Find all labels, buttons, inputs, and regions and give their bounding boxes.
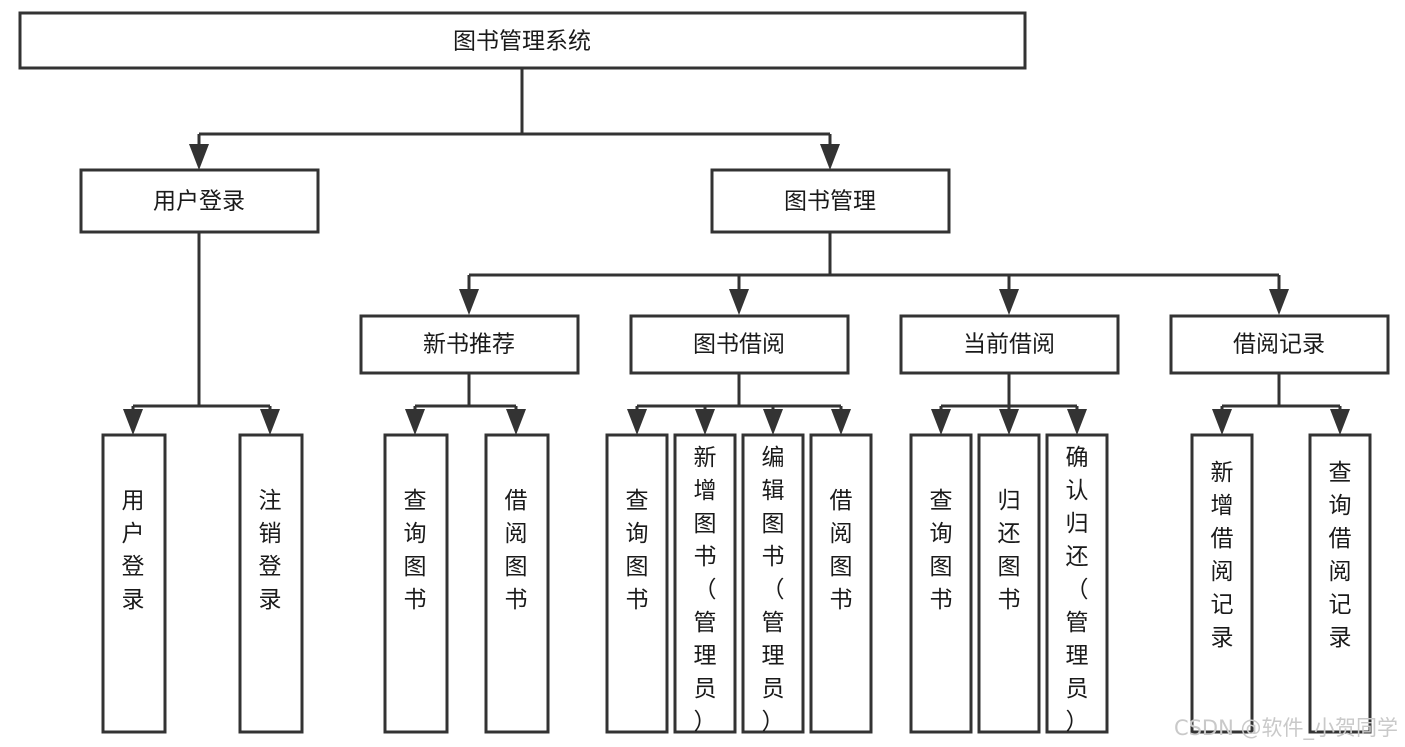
leaf-edit-book-label: 编辑图书（管理员）	[762, 445, 785, 735]
arrow-head-confirm-return	[1067, 409, 1087, 435]
leaf-node-query-record[interactable]: 查询借阅记录	[1308, 433, 1372, 734]
connector-user-login-to-leaves	[123, 232, 280, 435]
leaf-node-query-book-3[interactable]: 查询图书	[909, 433, 973, 734]
node-user-login-box[interactable]	[79, 168, 320, 234]
node-new-book-rec-label: 新书推荐	[423, 332, 515, 358]
node-borrow-record[interactable]: 借阅记录	[1169, 314, 1390, 375]
node-book-manage-box[interactable]	[710, 168, 951, 234]
arrow-head-return-book	[999, 409, 1019, 435]
connector-current-borrow-to-leaves	[931, 373, 1087, 435]
node-new-book-rec-box[interactable]	[359, 314, 580, 375]
node-current-borrow-label: 当前借阅	[963, 332, 1055, 358]
arrow-head-leaf-logout	[260, 409, 280, 435]
node-current-borrow-box[interactable]	[899, 314, 1120, 375]
leaf-borrow-book-1-label: 借阅图书	[505, 488, 528, 613]
leaf-return-book-label: 归还图书	[998, 488, 1021, 613]
node-new-book-rec[interactable]: 新书推荐	[359, 314, 580, 375]
leaf-edit-book-box[interactable]	[741, 433, 805, 734]
leaf-return-book-box[interactable]	[977, 433, 1041, 734]
node-book-manage[interactable]: 图书管理	[710, 168, 951, 234]
leaf-confirm-return-label: 确认归还（管理员）	[1066, 445, 1089, 735]
connector-book-borrow-to-leaves	[627, 373, 851, 435]
arrow-head-new-book-rec	[459, 289, 479, 315]
connector-root-to-level2	[189, 68, 840, 170]
connector-new-book-rec-to-leaves	[405, 373, 526, 435]
leaf-query-record-box[interactable]	[1308, 433, 1372, 734]
node-book-borrow[interactable]: 图书借阅	[629, 314, 850, 375]
connector-borrow-record-to-leaves	[1212, 373, 1350, 435]
leaf-node-query-book-1[interactable]: 查询图书	[383, 433, 449, 734]
leaf-query-book-1-label: 查询图书	[404, 488, 427, 613]
node-root-system[interactable]: 图书管理系统	[18, 11, 1027, 70]
leaf-node-user-login[interactable]: 用户登录	[101, 433, 167, 734]
leaf-logout-box[interactable]	[238, 433, 304, 734]
leaf-user-login-box[interactable]	[101, 433, 167, 734]
leaf-query-book-2-box[interactable]	[605, 433, 669, 734]
node-borrow-record-box[interactable]	[1169, 314, 1390, 375]
leaf-logout-label: 注销登录	[259, 488, 282, 613]
node-book-borrow-label: 图书借阅	[693, 332, 785, 358]
arrow-head-edit-book	[763, 409, 783, 435]
node-root-label: 图书管理系统	[453, 29, 591, 55]
leaf-node-logout[interactable]: 注销登录	[238, 433, 304, 734]
arrow-head-query-book-1	[405, 409, 425, 435]
leaf-query-book-3-box[interactable]	[909, 433, 973, 734]
arrow-head-book-manage	[820, 144, 840, 170]
leaf-node-borrow-book-2[interactable]: 借阅图书	[809, 433, 873, 734]
arrow-head-user-login	[189, 144, 209, 170]
node-current-borrow[interactable]: 当前借阅	[899, 314, 1120, 375]
arrow-head-query-record	[1330, 409, 1350, 435]
arrow-head-query-book-3	[931, 409, 951, 435]
arrow-head-add-book	[695, 409, 715, 435]
arrow-head-add-record	[1212, 409, 1232, 435]
node-root-box[interactable]	[18, 11, 1027, 70]
leaf-node-edit-book[interactable]: 编辑图书（管理员）	[741, 433, 805, 735]
node-user-login[interactable]: 用户登录	[79, 168, 320, 234]
watermark-label: CSDN @软件_小贺同学	[1174, 716, 1398, 741]
node-borrow-record-label: 借阅记录	[1233, 332, 1325, 358]
leaf-node-query-book-2[interactable]: 查询图书	[605, 433, 669, 734]
node-book-borrow-box[interactable]	[629, 314, 850, 375]
leaf-node-add-record[interactable]: 新增借阅记录	[1190, 433, 1254, 734]
leaf-query-book-2-label: 查询图书	[626, 488, 649, 613]
connector-book-manage-to-level3	[459, 232, 1289, 315]
arrow-head-leaf-user-login	[123, 409, 143, 435]
arrow-head-borrow-record	[1269, 289, 1289, 315]
leaf-query-book-3-label: 查询图书	[930, 488, 953, 613]
leaf-add-record-box[interactable]	[1190, 433, 1254, 734]
leaf-borrow-book-2-label: 借阅图书	[830, 488, 853, 613]
node-book-manage-label: 图书管理	[784, 189, 876, 215]
leaf-node-add-book[interactable]: 新增图书（管理员）	[673, 433, 737, 735]
leaf-add-record-label: 新增借阅记录	[1211, 460, 1234, 651]
leaf-add-book-label: 新增图书（管理员）	[694, 445, 717, 735]
leaf-borrow-book-2-box[interactable]	[809, 433, 873, 734]
leaf-borrow-book-1-box[interactable]	[484, 433, 550, 734]
leaf-node-return-book[interactable]: 归还图书	[977, 433, 1041, 734]
leaf-user-login-label: 用户登录	[122, 488, 145, 613]
leaf-query-book-1-box[interactable]	[383, 433, 449, 734]
arrow-head-current-borrow	[999, 289, 1019, 315]
leaf-confirm-return-box[interactable]	[1045, 433, 1109, 734]
leaf-query-record-label: 查询借阅记录	[1329, 460, 1352, 651]
arrow-head-borrow-book-1	[506, 409, 526, 435]
leaf-add-book-box[interactable]	[673, 433, 737, 734]
arrow-head-book-borrow	[729, 289, 749, 315]
leaf-node-borrow-book-1[interactable]: 借阅图书	[484, 433, 550, 734]
arrow-head-query-book-2	[627, 409, 647, 435]
arrow-head-borrow-book-2	[831, 409, 851, 435]
node-user-login-label: 用户登录	[153, 189, 245, 215]
leaf-node-confirm-return[interactable]: 确认归还（管理员）	[1045, 433, 1109, 735]
